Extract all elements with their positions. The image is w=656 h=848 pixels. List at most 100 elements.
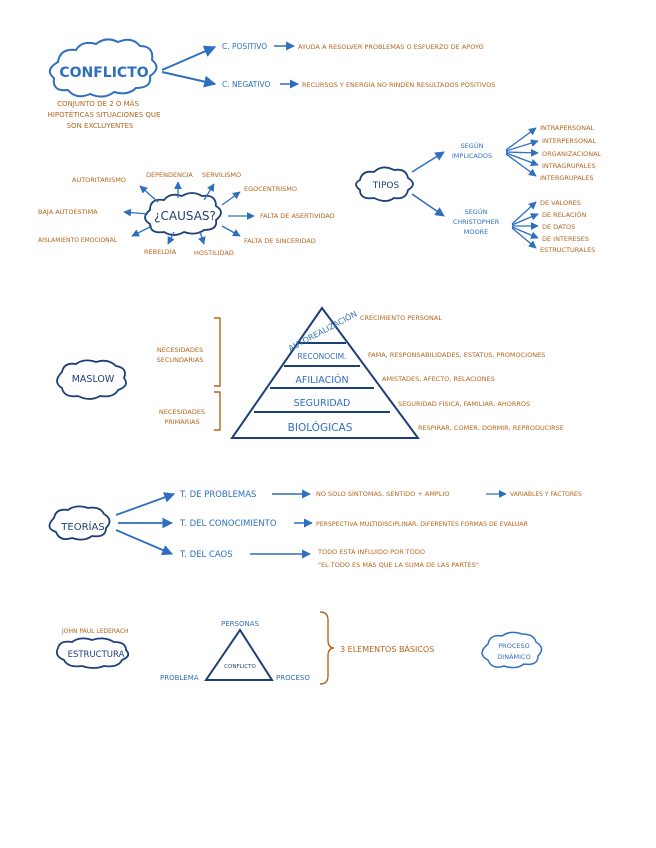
teoria-caos-label: T. DEL CAOS bbox=[179, 550, 233, 560]
tipos-g2-item-3: DE DATOS bbox=[542, 223, 575, 231]
tipos-group2-arrows bbox=[511, 201, 539, 249]
arrow-tipos-implicados bbox=[411, 151, 445, 173]
arrow-to-positivo bbox=[161, 45, 217, 71]
estructura-title: ESTRUCTURA bbox=[68, 650, 125, 660]
primarias-bracket bbox=[214, 391, 221, 431]
arrow-causa-hostilidad bbox=[198, 231, 206, 245]
tipos-g1-item-3: ORGANIZACIONAL bbox=[542, 150, 602, 158]
maslow-primarias-1: NECESIDADES bbox=[159, 408, 205, 416]
maslow-level-seguridad: SEGURIDAD bbox=[294, 398, 351, 409]
section-teorias: TEORÍAS T. DE PROBLEMAS NO SOLO SÍNTOMAS… bbox=[48, 489, 582, 569]
tipos-group2-label-3: MOORE bbox=[464, 228, 488, 236]
maslow-desc-2: FAMA, RESPONSABILIDADES, ESTATUS, PROMOC… bbox=[368, 351, 545, 359]
maslow-level-afiliacion: AFILIACIÓN bbox=[295, 374, 348, 386]
maslow-level-biologicas: BIOLÓGICAS bbox=[288, 421, 353, 434]
arrow-g1-4 bbox=[505, 152, 539, 167]
causa-sinceridad: FALTA DE SINCERIDAD bbox=[244, 237, 316, 245]
estructura-problema: PROBLEMA bbox=[160, 674, 199, 682]
causa-hostilidad: HOSTILIDAD bbox=[194, 249, 234, 257]
teorias-cloud bbox=[48, 505, 111, 541]
arrow-tipos-moore bbox=[411, 193, 445, 217]
teoria-caos-text-1: TODO ESTÁ INFLUIDO POR TODO bbox=[317, 547, 425, 556]
maslow-level-reconocimiento: RECONOCIM. bbox=[298, 352, 347, 361]
tipos-group1-label-1: SEGÚN bbox=[461, 141, 484, 150]
estructura-personas: PERSONAS bbox=[221, 620, 259, 628]
maslow-primarias-2: PRIMARIAS bbox=[164, 418, 199, 426]
negativo-label: C. NEGATIVO bbox=[222, 80, 271, 89]
section-causas: ¿CAUSAS? AUTORITARISMO DEPENDENCIA SERVI… bbox=[38, 171, 335, 257]
estructura-cloud bbox=[55, 637, 130, 669]
causa-baja-autoestima: BAJA AUTOESTIMA bbox=[38, 208, 98, 216]
section-maslow: MASLOW NECESIDADES SECUNDARIAS NECESIDAD… bbox=[56, 306, 564, 439]
estructura-proceso: PROCESO bbox=[276, 674, 310, 682]
tipos-group1-arrows bbox=[505, 127, 539, 177]
causa-asertividad: FALTA DE ASERTIVIDAD bbox=[260, 212, 335, 220]
tipos-group1-label-2: IMPLICADOS bbox=[452, 152, 492, 160]
tipos-g1-item-4: INTRAGRUPALES bbox=[542, 162, 595, 170]
arrow-g1-1 bbox=[505, 127, 537, 151]
tipos-group2-label-1: SEGÚN bbox=[465, 207, 488, 216]
tipos-g1-item-5: INTERGRUPALES bbox=[540, 174, 594, 182]
arrow-causa-servilismo bbox=[203, 183, 215, 201]
arrow-causa-sinceridad bbox=[221, 225, 241, 237]
positivo-label: C. POSITIVO bbox=[222, 42, 267, 51]
teoria-problemas-label: T. DE PROBLEMAS bbox=[179, 490, 256, 500]
arrow-to-negativo bbox=[161, 71, 217, 88]
proceso-dinamico-cloud bbox=[481, 631, 543, 669]
estructura-elements: 3 ELEMENTOS BÁSICOS bbox=[340, 643, 434, 654]
conflicto-definition-1: CONJUNTO DE 2 O MÁS bbox=[57, 99, 139, 108]
teoria-problemas-extra: VARIABLES Y FACTORES bbox=[510, 491, 582, 498]
causa-servilismo: SERVILISMO bbox=[202, 171, 241, 179]
tipos-cloud bbox=[355, 166, 414, 202]
arrow-g2-5 bbox=[511, 227, 537, 249]
maslow-cloud bbox=[56, 359, 127, 400]
causa-rebeldia: REBELDÍA bbox=[144, 247, 177, 256]
positivo-text: AYUDA A RESOLVER PROBLEMAS O ESFUERZO DE… bbox=[298, 43, 484, 51]
section-estructura: JOHN PAUL LEDERACH ESTRUCTURA PERSONAS C… bbox=[55, 611, 543, 685]
proceso-dinamico-1: PROCESO bbox=[498, 642, 529, 650]
pyramid-outline bbox=[230, 306, 420, 439]
tipos-g2-item-4: DE INTERESES bbox=[542, 235, 589, 243]
maslow-desc-4: SEGURIDAD FÍSICA, FAMILIAR, AHORROS bbox=[398, 399, 530, 408]
estructura-brace bbox=[319, 611, 335, 685]
arrow-teorias-problemas bbox=[115, 492, 176, 516]
estructura-conflicto: CONFLICTO bbox=[224, 664, 256, 670]
arrow-g1-3 bbox=[505, 148, 539, 157]
arrow-g1-5 bbox=[505, 153, 537, 177]
tipos-g1-item-2: INTERPERSONAL bbox=[542, 137, 596, 145]
arrow-causa-aislamiento bbox=[131, 225, 153, 237]
arrow-g2-1 bbox=[511, 201, 537, 225]
causa-dependencia: DEPENDENCIA bbox=[146, 171, 193, 179]
maslow-pyramid bbox=[230, 306, 420, 439]
maslow-desc-5: RESPIRAR, COMER, DORMIR, REPRODUCIRSE bbox=[418, 424, 564, 432]
maslow-desc-3: AMISTADES, AFECTO, RELACIONES bbox=[382, 375, 495, 383]
conflicto-cloud bbox=[48, 38, 158, 98]
teorias-title: TEORÍAS bbox=[60, 520, 104, 533]
maslow-secundarias-2: SECUNDARIAS bbox=[157, 356, 204, 364]
arrow-causa-rebeldia bbox=[167, 231, 175, 245]
tipos-group2-label-2: CHRISTOPHER bbox=[453, 218, 500, 226]
causa-autoritarismo: AUTORITARISMO bbox=[72, 176, 126, 184]
conflicto-definition-3: SON EXCLUYENTES bbox=[67, 122, 134, 130]
arrow-g2-4 bbox=[511, 226, 539, 239]
tipos-center: TIPOS bbox=[372, 181, 400, 191]
arrow-causa-autoestima bbox=[123, 208, 149, 217]
negativo-text: RECURSOS Y ENERGÍA NO RINDEN RESULTADOS … bbox=[302, 80, 495, 89]
section-conflicto: CONFLICTO CONJUNTO DE 2 O MÁS HIPOTÉTICA… bbox=[48, 38, 495, 130]
estructura-author: JOHN PAUL LEDERACH bbox=[61, 628, 129, 635]
teoria-conocimiento-text: PERSPECTIVA MULTIDISCIPLINAR, DIFERENTES… bbox=[316, 521, 528, 528]
arrow-g2-2 bbox=[511, 213, 539, 226]
maslow-level-autorealizacion: AUTOREALIZACIÓN bbox=[286, 308, 359, 354]
maslow-title: MASLOW bbox=[72, 374, 115, 385]
secundarias-bracket bbox=[214, 317, 221, 387]
proceso-dinamico-2: DINÁMICO bbox=[497, 652, 530, 661]
arrow-causa-autoritarismo bbox=[139, 185, 159, 203]
conflicto-definition-2: HIPOTÉTICAS SITUACIONES QUE bbox=[48, 110, 161, 119]
tipos-g2-item-5: ESTRUCTURALES bbox=[540, 246, 595, 254]
causas-center: ¿CAUSAS? bbox=[154, 209, 216, 223]
conflicto-title: CONFLICTO bbox=[59, 65, 148, 81]
arrow-g1-2 bbox=[505, 139, 539, 152]
causa-aislamiento: AISLAMIENTO EMOCIONAL bbox=[38, 237, 118, 244]
causa-egocentrismo: EGOCENTRISMO bbox=[244, 185, 297, 193]
